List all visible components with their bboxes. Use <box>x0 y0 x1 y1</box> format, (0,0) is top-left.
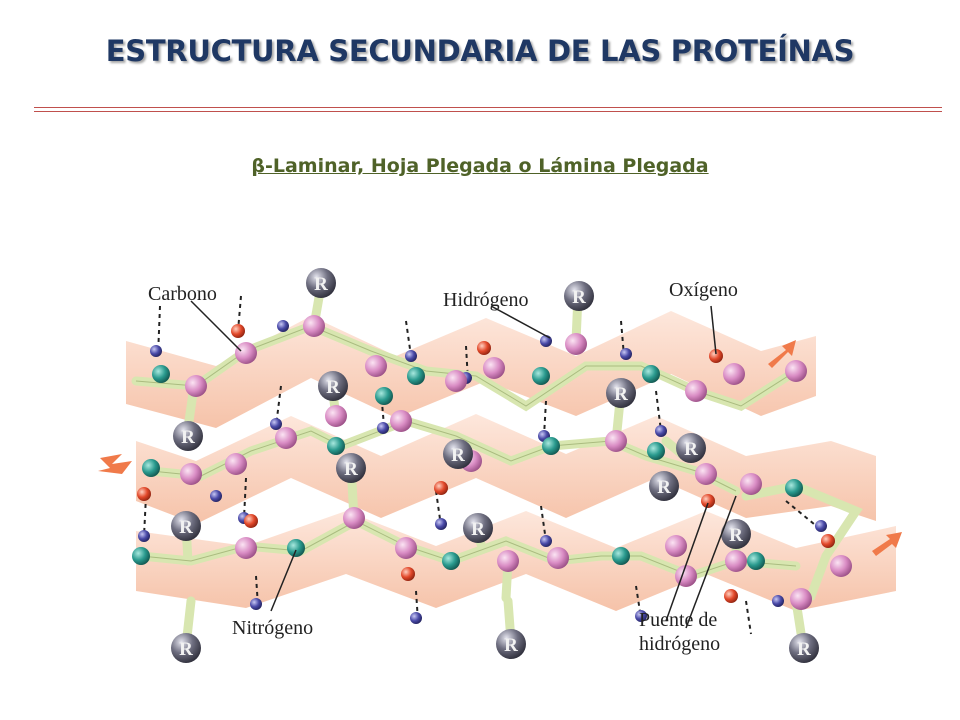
r-label: R <box>179 639 193 660</box>
r-label: R <box>572 287 586 308</box>
r-label: R <box>729 525 743 546</box>
r-label: R <box>326 377 340 398</box>
label-oxigeno: Oxígeno <box>669 279 738 301</box>
r-label: R <box>451 445 465 466</box>
r-label: R <box>314 274 328 295</box>
r-label: R <box>684 439 698 460</box>
strand-direction-arrows <box>98 340 902 556</box>
r-label: R <box>344 459 358 480</box>
r-side-chains <box>171 268 819 663</box>
arrow-left-icon <box>98 454 132 474</box>
r-label: R <box>657 477 671 498</box>
carbon-atoms <box>180 315 852 610</box>
r-label: R <box>797 639 811 660</box>
label-hidrogeno: Hidrógeno <box>443 289 529 311</box>
r-label: R <box>504 635 518 656</box>
arrow-up-right-icon <box>768 340 796 368</box>
label-puente-line2: hidrógeno <box>639 633 720 655</box>
label-puente-line1: Puente de <box>639 609 717 631</box>
title-divider-line-secondary <box>34 111 942 112</box>
beta-sheet-diagram: R R R R R R R R R R R R R R R Carbono Hi… <box>98 268 902 663</box>
r-label: R <box>181 427 195 448</box>
r-label: R <box>179 517 193 538</box>
slide-title: ESTRUCTURA SECUNDARIA DE LAS PROTEÍNAS <box>105 34 855 68</box>
r-side-chain-labels: R R R R R R R R R R R R R R R <box>179 274 811 660</box>
title-divider-line <box>34 107 942 108</box>
pleated-sheet-ribbon-top <box>126 311 816 428</box>
slide-subtitle: β-Laminar, Hoja Plegada o Lámina Plegada <box>251 155 709 177</box>
arrow-down-right-icon <box>872 532 902 556</box>
pleated-sheet-ribbon-middle <box>136 414 876 524</box>
oxygen-atoms <box>137 324 835 603</box>
nitrogen-atoms <box>132 365 803 570</box>
label-carbono: Carbono <box>148 283 217 305</box>
r-label: R <box>614 384 628 405</box>
label-nitrogeno: Nitrógeno <box>232 617 313 639</box>
label-leader-lines <box>190 300 737 629</box>
r-label: R <box>471 519 485 540</box>
